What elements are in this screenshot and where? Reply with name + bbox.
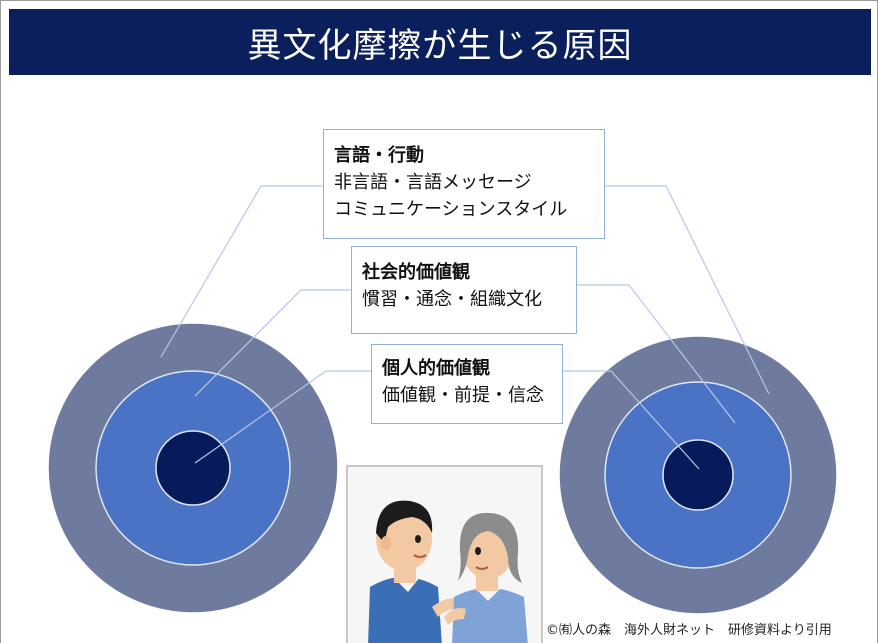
leader-left-outer — [160, 185, 323, 358]
person-right-illustration — [444, 512, 528, 643]
conversation-illustration-svg — [368, 500, 528, 643]
leader-left-core — [194, 370, 371, 464]
personal-values-line-1: 価値観・前提・信念 — [382, 385, 544, 406]
left-core — [155, 430, 231, 506]
social-values-line-1: 慣習・通念・組織文化 — [362, 289, 542, 310]
leader-right-core — [563, 370, 700, 470]
behavior-layer-line-1: 非言語・言語メッセージ — [334, 172, 532, 193]
left-circle-group — [47, 322, 339, 614]
label-behavior-layer: 言語・行動 非言語・言語メッセージ コミュニケーションスタイル — [323, 129, 605, 239]
right-core — [662, 439, 734, 511]
social-values-heading: 社会的価値観 — [362, 262, 470, 283]
behavior-layer-heading: 言語・行動 — [334, 145, 424, 166]
leader-left-middle — [194, 289, 351, 397]
leader-right-middle — [577, 284, 736, 424]
left-leader-lines — [160, 185, 371, 464]
leader-right-outer — [605, 185, 770, 395]
label-personal-values-layer: 個人的価値観 価値観・前提・信念 — [371, 344, 563, 424]
personal-values-heading: 個人的価値観 — [382, 358, 490, 379]
slide-title: 異文化摩擦が生じる原因 — [9, 9, 871, 75]
conversation-illustration — [346, 465, 543, 643]
person-left-illustration — [368, 500, 460, 643]
label-social-values-layer: 社会的価値観 慣習・通念・組織文化 — [351, 246, 577, 334]
right-circle-group — [558, 335, 838, 615]
right-leader-lines — [563, 185, 770, 470]
source-credit: ©㈲人の森 海外人財ネット 研修資料より引用 — [546, 623, 832, 638]
behavior-layer-line-2: コミュニケーションスタイル — [334, 199, 568, 220]
